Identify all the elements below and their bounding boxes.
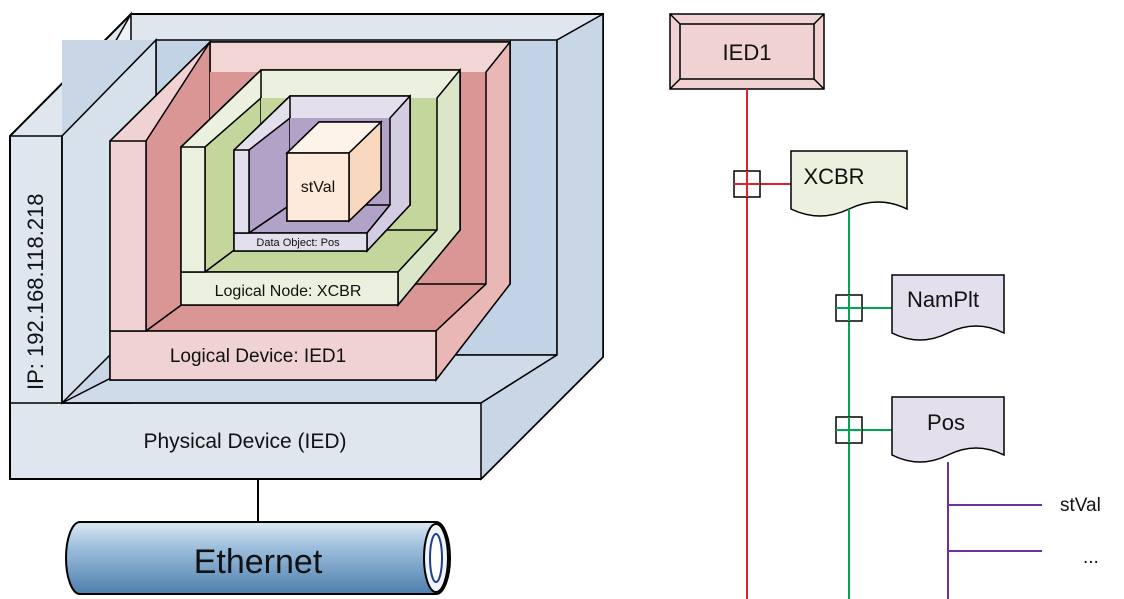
- pos-node-label: Pos: [927, 410, 965, 435]
- xcbr-node-label: XCBR: [803, 164, 864, 189]
- namplt-node: [891, 274, 1005, 341]
- xcbr-node: [790, 150, 908, 217]
- data-object-label: Data Object: Pos: [256, 237, 340, 249]
- ied-root-label: IED1: [723, 40, 772, 65]
- ethernet-cable: [65, 521, 451, 595]
- stval-attribute-label: stVal: [1060, 495, 1101, 516]
- logical-node-label: Logical Node: XCBR: [215, 283, 362, 300]
- attribute-cube: [285, 120, 383, 223]
- logical-device-label: Logical Device: IED1: [170, 346, 346, 367]
- physical-device-label: Physical Device (IED): [143, 430, 346, 453]
- attribute-cube-label: stVal: [301, 179, 335, 196]
- pos-node: [891, 396, 1005, 463]
- namplt-node-label: NamPlt: [907, 287, 979, 312]
- more-attribute-label: ...: [1083, 547, 1099, 568]
- ied-root-node: [669, 13, 825, 90]
- ethernet-label: Ethernet: [194, 543, 323, 581]
- ip-address-label: IP: 192.168.118.218: [23, 193, 48, 390]
